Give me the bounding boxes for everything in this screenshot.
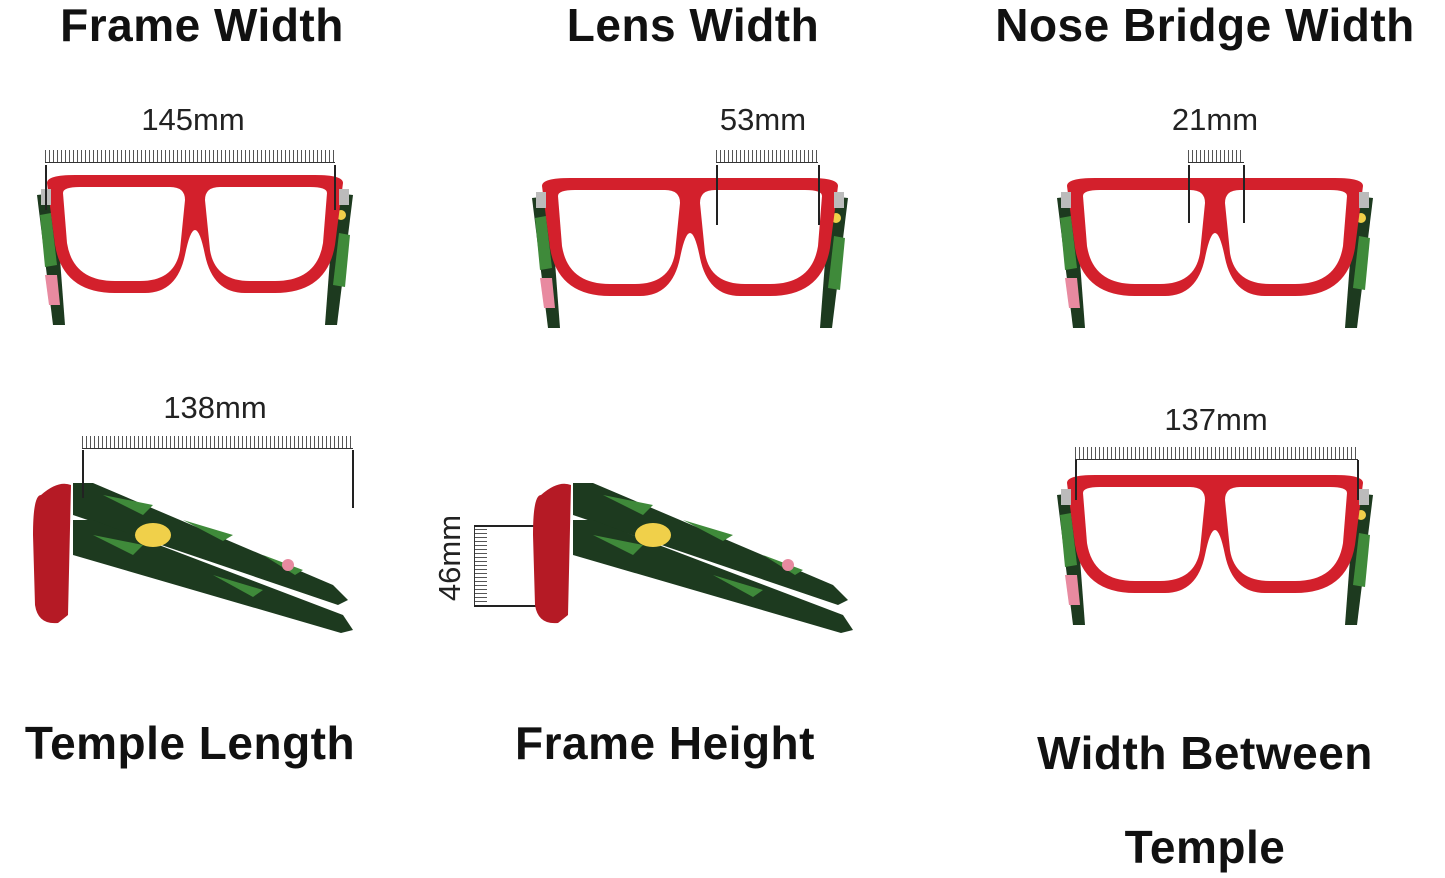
measure-line [716,165,718,225]
lens-width-title: Lens Width [566,0,820,51]
measure-line [1075,460,1077,500]
measure-line [1243,165,1245,223]
width-between-temple-ruler [1075,447,1358,460]
measure-line [474,525,536,527]
frame-height-title: Frame Height [515,717,815,769]
measure-line [352,450,354,508]
lens-width-ruler [716,150,818,163]
front-view-glasses-image [532,178,848,328]
nose-bridge-width-title: Nose Bridge Width [995,0,1415,51]
width-between-temple-title-line1: Width Between [1037,727,1373,779]
measure-line [82,450,84,498]
lens-width-value: 53mm [719,102,807,137]
frame-height-value: 46mm [432,514,467,602]
width-between-temple-value: 137mm [1164,402,1268,437]
front-view-glasses-image [37,175,353,325]
measure-line [1188,165,1190,223]
measure-line [474,605,536,607]
temple-length-value: 138mm [163,390,267,425]
front-view-glasses-image [1057,475,1373,625]
measure-line [1357,460,1359,500]
frame-width-value: 145mm [141,102,245,137]
frame-width-ruler [45,150,335,163]
side-view-glasses-image [33,483,353,633]
measure-line [334,165,336,210]
temple-length-ruler [82,436,353,449]
side-view-glasses-image [533,483,853,633]
nose-bridge-ruler [1188,150,1244,163]
width-between-temple-title-line2: Temple [1124,821,1286,873]
frame-height-ruler [474,525,487,605]
measure-line [45,165,47,210]
temple-length-title: Temple Length [24,717,356,769]
nose-bridge-width-value: 21mm [1171,102,1259,137]
measure-line [818,165,820,225]
front-view-glasses-image [1057,178,1373,328]
frame-width-title: Frame Width [60,0,344,51]
